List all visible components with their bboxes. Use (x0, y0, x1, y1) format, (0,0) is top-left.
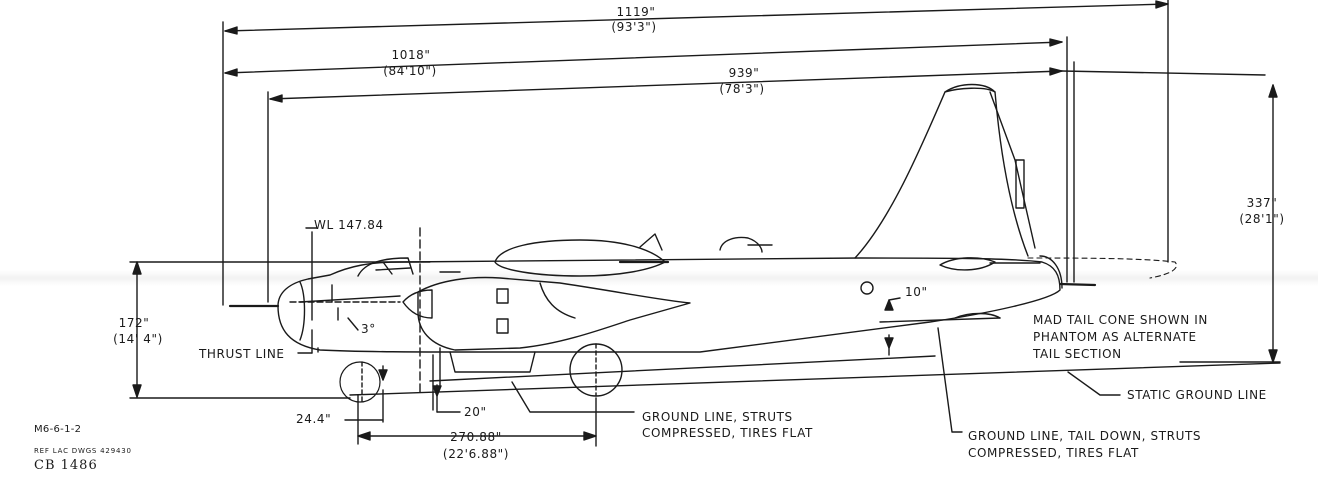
mad-note-line-2: PHANTOM AS ALTERNATE (1033, 330, 1197, 344)
dim-270-88-in: 270.88" (450, 430, 502, 444)
ground-struts-line-1: GROUND LINE, STRUTS (642, 410, 793, 424)
cb-stamp: CB 1486 (34, 458, 98, 473)
dim-172-ft: (14' 4") (113, 332, 163, 346)
drawing-number: M6-6-1-2 (34, 424, 82, 435)
dim-939-in: 939" (728, 66, 760, 80)
thrust-line-label: THRUST LINE (199, 347, 285, 361)
paper-fold-shadow (0, 270, 1318, 286)
mad-note-line-3: TAIL SECTION (1033, 347, 1122, 361)
dim-1119-ft: (93'3") (611, 20, 657, 34)
mad-note-line-1: MAD TAIL CONE SHOWN IN (1033, 313, 1208, 327)
reference-drawings: REF LAC DWGS 429430 (34, 447, 132, 455)
dim-337-in: 337" (1246, 196, 1278, 210)
dim-10: 10" (905, 285, 928, 299)
dim-1119-in: 1119" (616, 5, 656, 19)
landing-gear (339, 343, 623, 403)
angle-label: 3° (361, 322, 376, 336)
dim-1018-in: 1018" (391, 48, 431, 62)
dim-939-ft: (78'3") (719, 82, 765, 96)
thrust-line-marks (289, 227, 434, 411)
static-ground-label: STATIC GROUND LINE (1127, 388, 1267, 402)
dim-24-4: 24.4" (296, 412, 332, 426)
waterline-label: WL 147.84 (314, 218, 384, 232)
dim-20: 20" (464, 405, 487, 419)
ground-tail-line-2: COMPRESSED, TIRES FLAT (968, 446, 1139, 460)
aircraft-outline (228, 83, 1177, 353)
dimension-lines (129, 0, 1278, 399)
dim-172-in: 172" (118, 316, 150, 330)
dim-1018-ft: (84'10") (383, 64, 437, 78)
dim-337-ft: (28'1") (1239, 212, 1285, 226)
ground-struts-line-2: COMPRESSED, TIRES FLAT (642, 426, 813, 440)
detail-leaders (344, 297, 1281, 447)
ground-tail-line-1: GROUND LINE, TAIL DOWN, STRUTS (968, 429, 1202, 443)
dim-270-88-ft: (22'6.88") (442, 447, 510, 461)
